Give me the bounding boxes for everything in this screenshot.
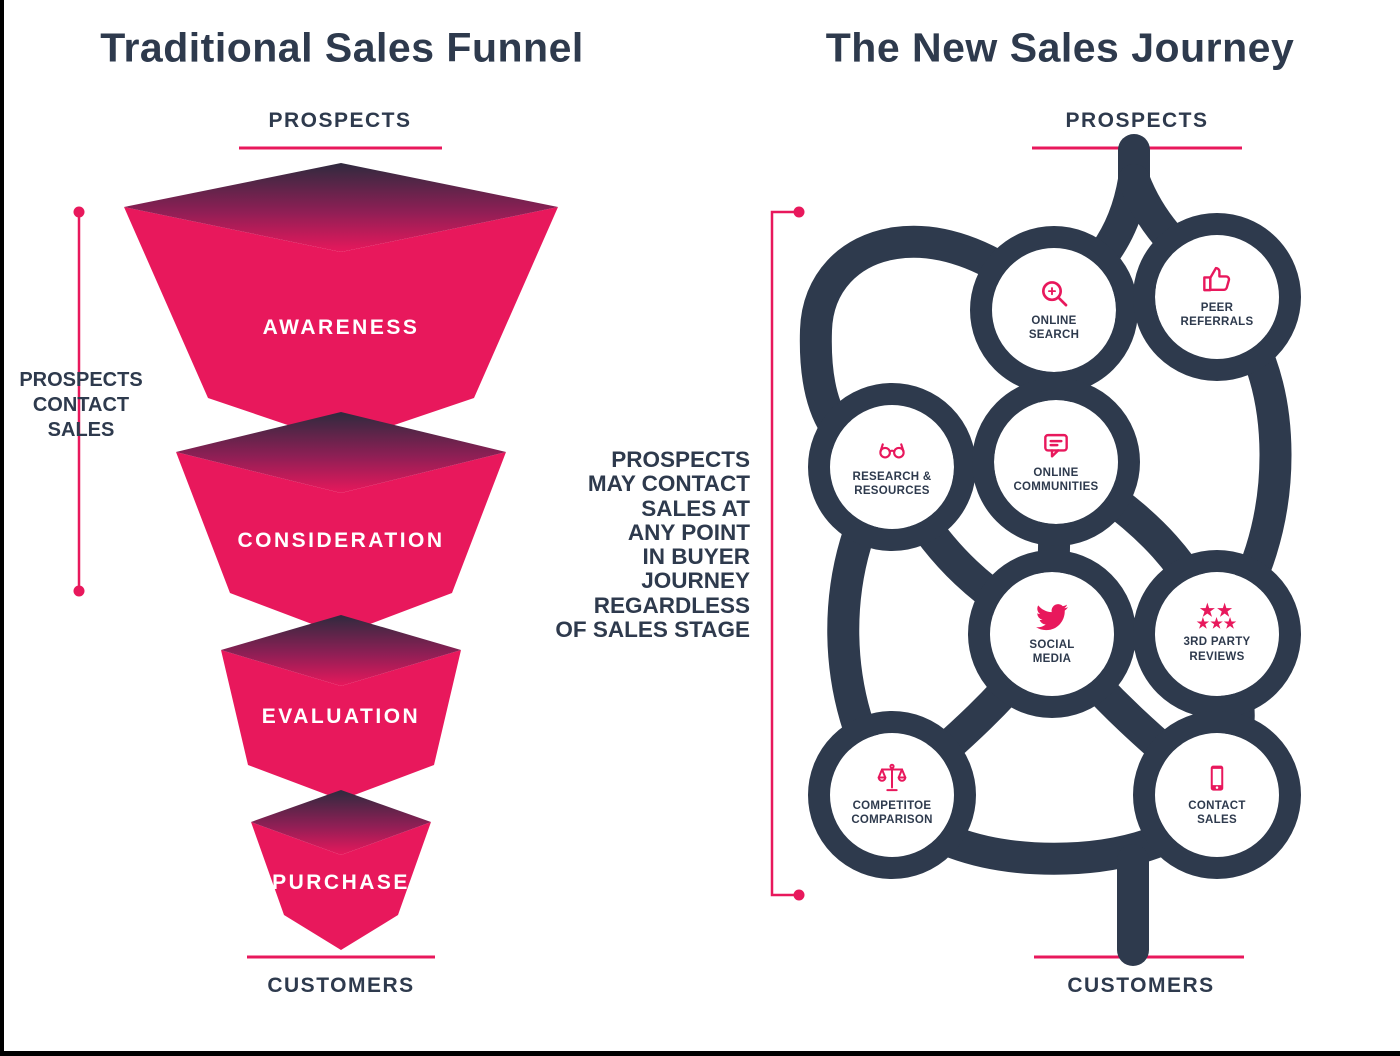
rating-stars-icon: ★★ ★★★: [1196, 600, 1238, 632]
funnel-stage-consideration: CONSIDERATION: [237, 529, 445, 552]
right-customers-label: CUSTOMERS: [1067, 974, 1215, 997]
glasses-icon: [879, 443, 905, 459]
node-online-search: ONLINE SEARCH: [988, 277, 1120, 343]
magnifier-icon: [1042, 281, 1068, 307]
journey-note: PROSPECTS MAY CONTACT SALES AT ANY POINT…: [555, 447, 750, 643]
node-third-party-reviews: ★★ ★★★ 3RD PARTY REVIEWS: [1151, 600, 1283, 664]
prospects-contact-sales-caption: PROSPECTS CONTACT SALES: [19, 369, 143, 441]
right-prospects-label: PROSPECTS: [1065, 109, 1209, 132]
node-label: RESEARCH & RESOURCES: [852, 471, 932, 498]
node-label: COMPETITOE COMPARISON: [851, 800, 933, 827]
funnel-stage-awareness: AWARENESS: [262, 316, 420, 339]
node-label: PEER REFERRALS: [1180, 302, 1254, 329]
node-label: ONLINE COMMUNITIES: [1013, 467, 1099, 494]
journey-node-disks: [830, 235, 1279, 857]
left-customers-label: CUSTOMERS: [267, 974, 415, 997]
node-label: SOCIAL MEDIA: [1029, 639, 1075, 666]
smartphone-icon: [1210, 765, 1224, 791]
balance-scales-icon: [877, 763, 907, 792]
node-label: CONTACT SALES: [1188, 800, 1246, 827]
node-social-media: SOCIAL MEDIA: [986, 601, 1118, 667]
node-contact-sales: CONTACT SALES: [1151, 762, 1283, 828]
stars-row-top: ★★: [1199, 600, 1235, 620]
left-title: Traditional Sales Funnel: [100, 24, 584, 71]
left-bracket: [73, 206, 85, 597]
sales-funnel-graphic: [124, 163, 558, 950]
chat-bubble-icon: [1044, 433, 1068, 458]
thumbs-up-icon: [1203, 266, 1231, 292]
funnel-stage-purchase: PURCHASE: [272, 871, 410, 894]
node-label: ONLINE SEARCH: [1028, 315, 1080, 342]
funnel-stage-evaluation: EVALUATION: [261, 705, 421, 728]
left-prospects-label: PROSPECTS: [268, 109, 412, 132]
node-research-resources: RESEARCH & RESOURCES: [826, 435, 958, 499]
journey-node-rings: [808, 213, 1301, 879]
right-title: The New Sales Journey: [825, 24, 1295, 71]
node-online-communities: ONLINE COMMUNITIES: [990, 429, 1122, 495]
diagram-graphics: [73, 134, 1301, 966]
stars-row-bottom: ★★★: [1196, 615, 1238, 632]
right-bracket: [770, 206, 805, 901]
node-peer-referrals: PEER REFERRALS: [1151, 264, 1283, 330]
node-label: 3RD PARTY REVIEWS: [1183, 636, 1251, 663]
node-competitor-comparison: COMPETITOE COMPARISON: [826, 762, 958, 828]
twitter-bird-icon: [1036, 604, 1068, 631]
